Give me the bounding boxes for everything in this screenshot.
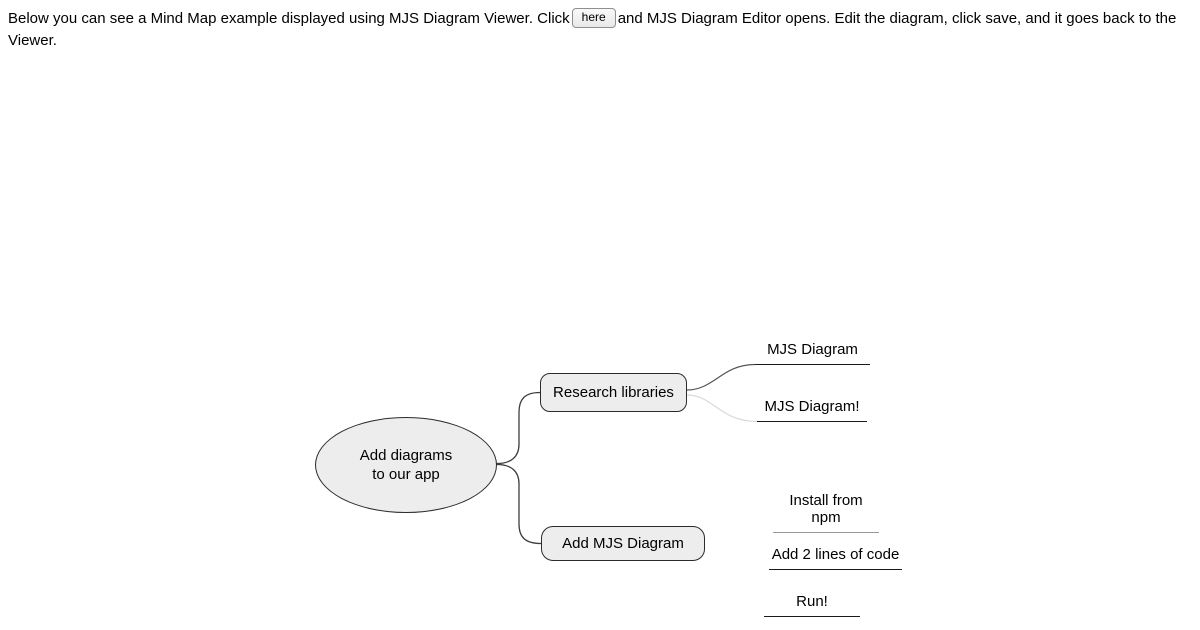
leaf-node-install-from-npm: Install from npm	[773, 492, 879, 533]
branch-label: Add MJS Diagram	[562, 535, 684, 552]
branch-label: Research libraries	[553, 384, 674, 401]
leaf-node-mjs-diagram: MJS Diagram	[755, 341, 870, 365]
connector-root-to-add-mjs-diagram	[496, 463, 542, 545]
connector-root-to-research-libraries	[496, 391, 541, 465]
intro-text-before: Below you can see a Mind Map example dis…	[8, 10, 570, 27]
branch-node-add-mjs-diagram: Add MJS Diagram	[541, 526, 705, 561]
leaf-node-mjs-diagram-excl: MJS Diagram!	[757, 398, 867, 422]
leaf-node-add-2-lines-of-code: Add 2 lines of code	[769, 546, 902, 570]
connector-research-to-mjs-diagram	[686, 363, 756, 391]
connector-research-to-mjs-diagram-excl	[686, 394, 758, 423]
intro-text-after: and MJS Diagram Editor opens. Edit the d…	[8, 10, 1177, 49]
intro-paragraph: Below you can see a Mind Map example dis…	[8, 8, 1190, 51]
branch-node-research-libraries: Research libraries	[540, 373, 687, 412]
here-button[interactable]: here	[571, 8, 616, 28]
mindmap-root-label: Add diagrams to our app	[359, 447, 453, 483]
mindmap-root-node: Add diagrams to our app	[315, 417, 497, 513]
leaf-node-run: Run!	[764, 593, 860, 617]
